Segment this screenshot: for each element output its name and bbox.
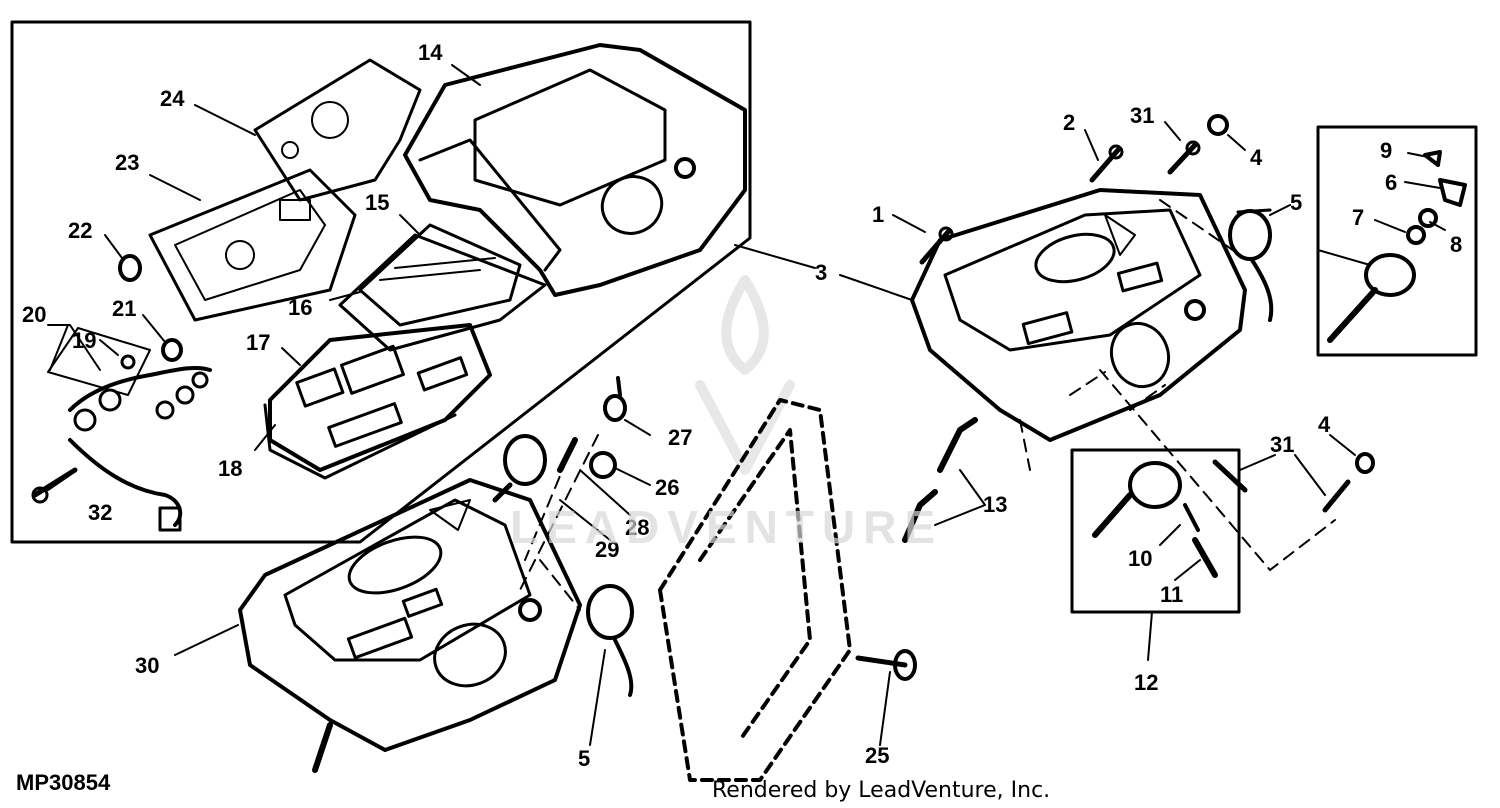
part-5-switch-lower [586, 584, 634, 697]
part-1-2-31-screws [919, 114, 1229, 265]
part-32-screw [31, 467, 78, 504]
callout-28: 28 [625, 515, 649, 540]
callout-27: 27 [668, 425, 692, 450]
part-31-4-lower [1212, 452, 1375, 513]
part-25-connector [855, 649, 917, 681]
leader-lines [47, 64, 1446, 746]
callout-10: 10 [1128, 546, 1152, 571]
callout-21: 21 [112, 296, 136, 321]
credit-line: Rendered by LeadVenture, Inc. [712, 778, 1051, 803]
callout-12: 12 [1134, 670, 1158, 695]
part-14-bezel-top [403, 43, 747, 297]
callout-25: 25 [865, 743, 889, 768]
callout-labels: 14 24 23 15 22 16 20 21 19 17 18 32 3 1 … [22, 40, 1462, 771]
callout-11: 11 [1160, 582, 1183, 607]
callout-31-lower: 31 [1270, 432, 1294, 457]
watermark-logo [695, 275, 795, 475]
part-15-16-film [338, 223, 547, 352]
callout-9: 9 [1380, 138, 1392, 163]
dashed-decal-panel [658, 398, 852, 782]
callout-16: 16 [288, 295, 312, 320]
detail-box-key-switch [1316, 125, 1478, 357]
callout-17: 17 [246, 330, 270, 355]
part-23-24-circuit-boards [148, 58, 422, 322]
callout-7: 7 [1352, 205, 1364, 230]
callout-4-top: 4 [1250, 145, 1263, 170]
callout-30: 30 [135, 653, 159, 678]
part-30-console-lower [238, 478, 582, 773]
part-3-console-assembly [910, 188, 1247, 442]
part-5-switch-right [1228, 208, 1274, 322]
part-17-18-housing [263, 323, 492, 480]
callout-6: 6 [1385, 170, 1397, 195]
callout-5-lower: 5 [578, 746, 590, 771]
callout-14: 14 [418, 40, 443, 65]
assembly-dashed-lines [519, 199, 1336, 611]
callout-8: 8 [1450, 232, 1462, 257]
callout-1: 1 [872, 202, 884, 227]
part-13-bulbs [902, 417, 978, 543]
callout-13: 13 [983, 492, 1007, 517]
exploded-view-frame [10, 20, 752, 544]
callout-26: 26 [655, 475, 679, 500]
watermark-text: LEADVENTURE [510, 501, 944, 553]
callout-20: 20 [22, 302, 46, 327]
callout-4-lower: 4 [1318, 412, 1331, 437]
callout-23: 23 [115, 150, 139, 175]
callout-22: 22 [68, 218, 92, 243]
callout-3: 3 [815, 260, 827, 285]
callout-15: 15 [365, 190, 389, 215]
callout-24: 24 [160, 86, 185, 111]
figure-id: MP30854 [16, 770, 111, 795]
callout-32: 32 [88, 500, 112, 525]
part-21-22-plugs [118, 254, 183, 362]
detail-box-ignition [1070, 448, 1241, 614]
callout-19: 19 [72, 328, 96, 353]
part-26-29-switches [492, 376, 627, 503]
callout-18: 18 [218, 456, 242, 481]
callout-29: 29 [595, 537, 619, 562]
callout-2: 2 [1063, 110, 1075, 135]
callout-5-right: 5 [1290, 190, 1302, 215]
callout-31-top: 31 [1130, 103, 1154, 128]
part-19-20-harness [47, 327, 212, 532]
